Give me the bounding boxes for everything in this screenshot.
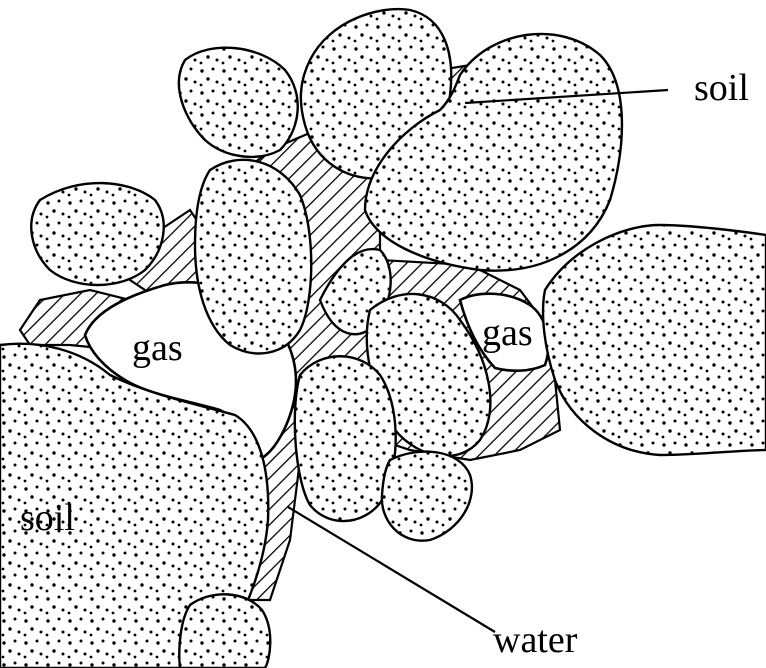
label-soil-left: soil [20,497,75,539]
soil-grain [195,160,311,354]
soil-grain [543,225,766,455]
soil-grain [179,594,270,668]
soil-grain [179,48,298,157]
label-soil-top-right: soil [694,67,749,109]
soil-grain [31,183,163,285]
label-water: water [493,619,578,661]
label-gas-left: gas [132,327,183,369]
soil-grain [295,356,396,521]
label-gas-right: gas [482,312,533,354]
soil-grain [382,452,472,541]
